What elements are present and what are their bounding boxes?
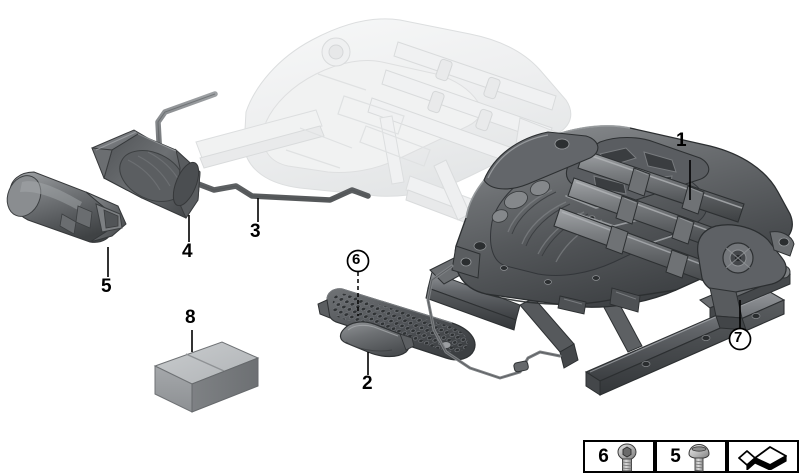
callout-label-3: 3 [250,221,261,242]
legend-cell-arrow[interactable] [727,440,799,473]
legend-cell-5[interactable]: 5 [655,440,727,473]
callout-label-6: 6 [352,251,361,268]
legend-bar: 6 [583,440,799,473]
torx-button-head-screw-icon [617,443,637,471]
callout-label-1: 1 [676,130,687,151]
block-arrow-icon [738,445,787,470]
callout-label-5: 5 [101,276,112,297]
callout-circle-6 [346,249,370,273]
callout-label-4: 4 [182,241,193,262]
legend-label-6: 6 [598,445,609,467]
legend-cell-6[interactable]: 6 [583,440,655,473]
callout-circle-7 [728,327,752,351]
slotted-pan-head-screw-icon [688,443,710,471]
callout-label-8: 8 [185,307,196,328]
legend-label-5: 5 [670,445,681,467]
callout-label-2: 2 [362,373,373,394]
callout-label-7: 7 [734,329,743,346]
